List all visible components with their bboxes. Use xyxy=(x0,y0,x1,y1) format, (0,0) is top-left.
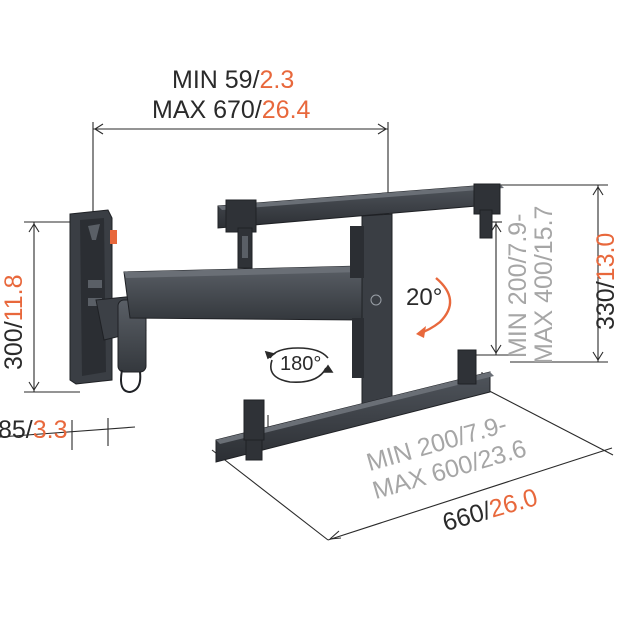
wall-plate-height-inch: 11.8 xyxy=(0,274,28,322)
arm-extension-max-label: MAX 670/26.4 xyxy=(152,98,310,123)
arm-extension-max-inch: 26.4 xyxy=(261,96,311,124)
wall-plate-height-dimension-line xyxy=(24,221,80,393)
bottom-rail xyxy=(215,349,494,463)
frame-height-inch: 13.0 xyxy=(592,232,620,282)
wall-plate-height-mm: 300/ xyxy=(0,321,28,370)
wall-plate-depth-mm: 85/ xyxy=(0,416,33,444)
wall-plate-depth-label: 85/3.3 xyxy=(0,418,68,443)
swivel-arrows-icon xyxy=(264,347,334,384)
arm-extension-dimension-line xyxy=(92,122,389,212)
center-column xyxy=(350,213,393,409)
articulating-arm xyxy=(95,265,363,394)
tilt-arrow-icon xyxy=(416,277,452,338)
frame-height-dimension-line xyxy=(500,184,608,363)
frame-height-label: 330/13.0 xyxy=(592,232,620,330)
top-rail xyxy=(217,183,504,269)
wall-plate xyxy=(69,209,117,385)
arm-extension-max-mm: MAX 670/ xyxy=(152,96,262,124)
wall-plate-orange-lock xyxy=(110,230,117,244)
wall-plate-height-label: 300/11.8 xyxy=(0,274,28,370)
vertical-spacing-line1: MIN 200/7.9- xyxy=(504,213,532,358)
arm-extension-min-label: MIN 59/2.3 xyxy=(172,68,294,93)
frame-width-dimension-line xyxy=(211,447,613,541)
tilt-angle-label: 20° xyxy=(406,284,443,311)
vertical-spacing-line2: MAX 400/15.7 xyxy=(530,205,558,364)
swivel-angle-label: 180° xyxy=(280,353,322,375)
frame-height-mm: 330/ xyxy=(592,281,620,330)
brand-logo-icon xyxy=(370,294,382,306)
wall-plate-depth-dimension-line xyxy=(0,418,136,450)
arm-extension-min-mm: MIN 59/ xyxy=(172,66,260,94)
arm-extension-min-inch: 2.3 xyxy=(259,66,295,94)
wall-plate-depth-inch: 3.3 xyxy=(32,416,68,444)
